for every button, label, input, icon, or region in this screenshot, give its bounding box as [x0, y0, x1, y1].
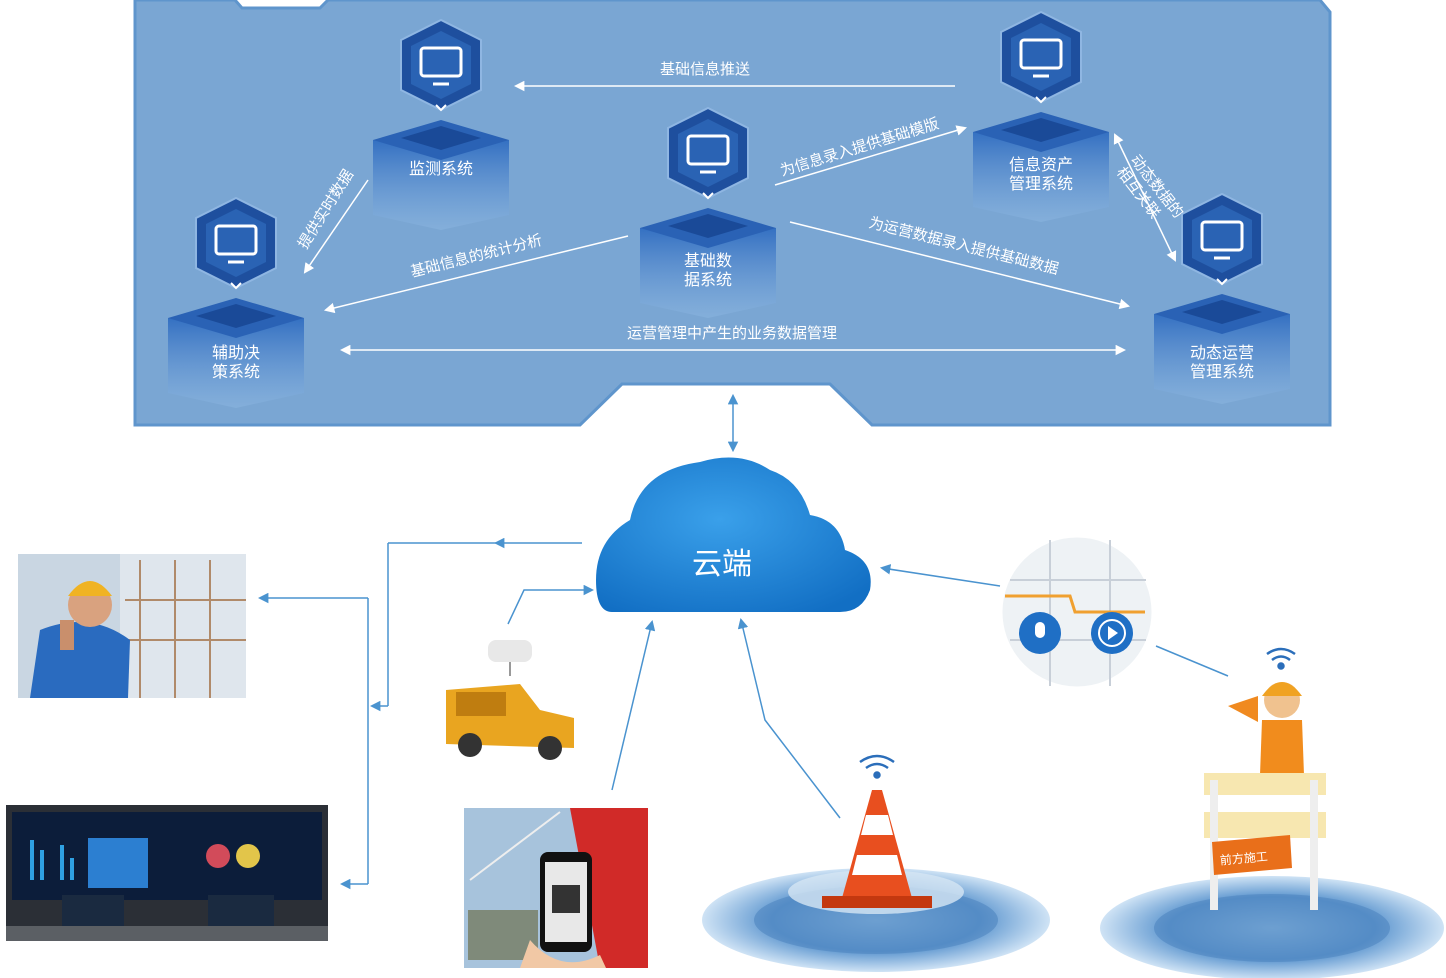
node-dynamic-label-1: 动态运营	[1190, 343, 1254, 362]
sign-label: 前方施工	[1219, 848, 1268, 867]
arrow-asset-template	[774, 125, 968, 186]
node-decision-label-1: 辅助决	[212, 343, 260, 362]
arrow-dynamic-link	[1113, 133, 1177, 262]
node-decision: 辅助决 策系统	[166, 196, 306, 410]
node-base-label-1: 基础数	[684, 251, 732, 270]
node-monitor-label: 监测系统	[409, 159, 473, 178]
node-base-label-2: 据系统	[684, 270, 732, 289]
traffic-cone-device	[702, 754, 1050, 972]
wifi-icon-worker	[1266, 647, 1296, 670]
wifi-icon	[859, 754, 895, 779]
worker-photo	[18, 554, 246, 698]
node-asset-label-2: 管理系统	[1009, 174, 1073, 193]
cloud-label: 云端	[692, 547, 752, 582]
flow-label-business: 运营管理中产生的业务数据管理	[627, 324, 837, 342]
node-base-data: 基础数 据系统	[638, 106, 778, 320]
arrow-realtime	[303, 179, 369, 274]
map-badge	[999, 534, 1155, 690]
node-asset-label-1: 信息资产	[1009, 155, 1073, 174]
inspection-vehicle	[446, 640, 574, 760]
arrow-stats	[323, 235, 629, 314]
flow-label-base-push: 基础信息推送	[660, 60, 750, 78]
node-dynamic: 动态运营 管理系统	[1152, 192, 1292, 406]
left-connectors	[257, 537, 1229, 890]
node-dynamic-label-2: 管理系统	[1190, 362, 1254, 381]
node-monitor: 监测系统	[371, 18, 511, 232]
cloud: 云端	[596, 457, 871, 612]
node-decision-label-2: 策系统	[212, 362, 260, 381]
phone-scan-photo	[464, 808, 648, 968]
construction-warning-device: 前方施工	[1100, 647, 1444, 978]
sign-board: 前方施工	[1212, 835, 1292, 875]
node-asset: 信息资产 管理系统	[971, 10, 1111, 224]
control-room-photo	[6, 805, 328, 941]
arrow-ops-base	[789, 221, 1131, 310]
